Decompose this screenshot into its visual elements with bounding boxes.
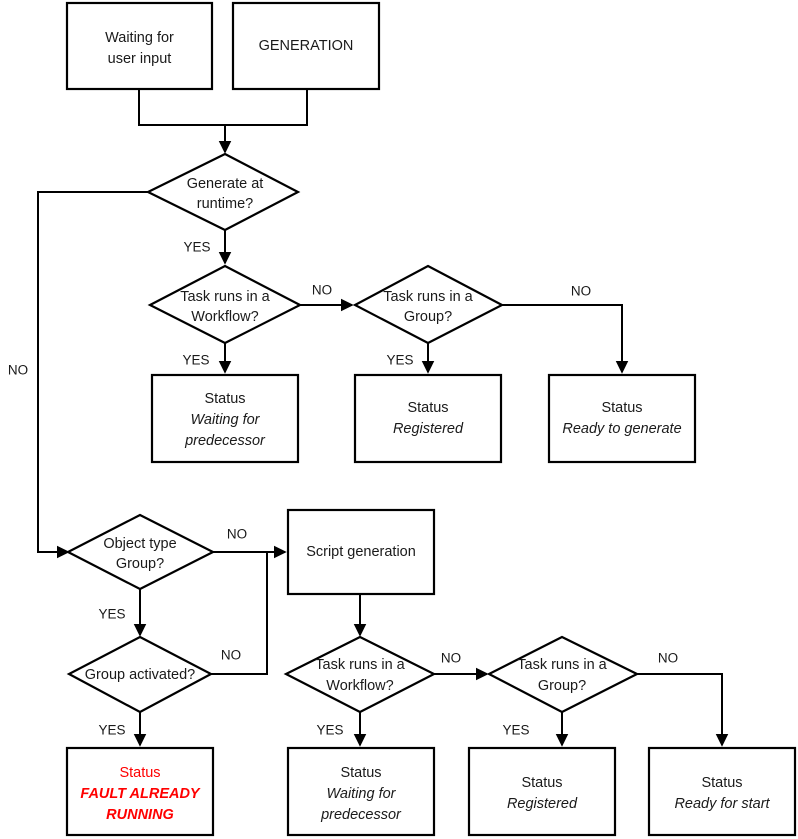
node-object-type-group-line2: Group? <box>116 556 164 572</box>
node-generate-at-runtime-line1: Generate at <box>187 176 264 192</box>
node-group-activated[interactable]: Group activated? <box>66 635 214 714</box>
edge-label-objtype-yes: YES <box>98 607 125 622</box>
node-status-fault-already-running-label: Status <box>119 765 160 781</box>
edge-label-grp-bot-no: NO <box>658 651 678 666</box>
node-status-registered-bottom-value: Registered <box>507 796 578 812</box>
node-status-waiting-predecessor-bottom-value-line1: Waiting for <box>326 786 396 802</box>
node-generation[interactable]: GENERATION <box>231 1 381 91</box>
edge-label-grp-top-no: NO <box>571 284 591 299</box>
node-waiting-for-user-input-line1: Waiting for <box>105 30 174 46</box>
node-status-waiting-predecessor-bottom-label: Status <box>340 765 381 781</box>
node-task-runs-group-bottom-line1: Task runs in a <box>517 657 607 673</box>
edge-label-runtime-yes: YES <box>183 240 210 255</box>
node-task-runs-group-top[interactable]: Task runs in a Group? <box>352 264 505 345</box>
node-waiting-for-user-input[interactable]: Waiting for user input <box>65 1 214 91</box>
node-status-waiting-predecessor-bottom-value-line2: predecessor <box>320 807 402 823</box>
node-status-ready-for-start-value: Ready for start <box>674 796 770 812</box>
edge-label-wf-bot-yes: YES <box>316 723 343 738</box>
node-status-ready-to-generate-label: Status <box>601 400 642 416</box>
edge-label-objtype-no: NO <box>227 527 247 542</box>
node-task-runs-group-top-line1: Task runs in a <box>383 289 473 305</box>
edge-waiting-to-merge <box>138 89 307 126</box>
node-task-runs-group-top-line2: Group? <box>404 309 452 325</box>
node-status-registered-top[interactable]: Status Registered <box>353 373 503 464</box>
node-status-registered-top-value: Registered <box>393 421 464 437</box>
node-task-runs-group-bottom[interactable]: Task runs in a Group? <box>486 635 640 714</box>
node-status-fault-already-running-value-line1: FAULT ALREADY <box>80 786 201 802</box>
node-waiting-for-user-input-line2: user input <box>108 51 172 67</box>
node-status-waiting-predecessor-top-label: Status <box>204 391 245 407</box>
node-task-runs-workflow-bottom[interactable]: Task runs in a Workflow? <box>283 635 437 714</box>
edge-label-wf-top-yes: YES <box>182 353 209 368</box>
node-status-registered-bottom[interactable]: Status Registered <box>467 746 617 837</box>
node-status-waiting-predecessor-bottom[interactable]: Status Waiting for predecessor <box>286 746 436 837</box>
node-generate-at-runtime-line2: runtime? <box>197 196 253 212</box>
node-status-waiting-predecessor-top-value-line2: predecessor <box>184 433 266 449</box>
node-script-generation-label: Script generation <box>306 544 416 560</box>
node-task-runs-workflow-top-line2: Workflow? <box>191 309 258 325</box>
edge-label-grpact-no: NO <box>221 648 241 663</box>
edge-grp-bot-no <box>637 673 729 747</box>
node-status-ready-to-generate-value: Ready to generate <box>562 421 681 437</box>
node-task-runs-workflow-top-line1: Task runs in a <box>180 289 270 305</box>
node-status-ready-for-start[interactable]: Status Ready for start <box>647 746 797 837</box>
node-script-generation[interactable]: Script generation <box>286 508 436 596</box>
node-task-runs-workflow-top[interactable]: Task runs in a Workflow? <box>147 264 303 345</box>
edge-grp-top-no <box>502 304 629 374</box>
node-generate-at-runtime[interactable]: Generate at runtime? <box>145 152 301 232</box>
edge-label-grpact-yes: YES <box>98 723 125 738</box>
node-status-ready-for-start-label: Status <box>701 775 742 791</box>
node-group-activated-label: Group activated? <box>85 667 195 683</box>
node-status-registered-top-label: Status <box>407 400 448 416</box>
node-object-type-group[interactable]: Object type Group? <box>65 513 216 591</box>
edge-label-grp-top-yes: YES <box>386 353 413 368</box>
edge-label-grp-bot-yes: YES <box>502 723 529 738</box>
node-task-runs-workflow-bottom-line1: Task runs in a <box>315 657 405 673</box>
edge-label-wf-bot-no: NO <box>441 651 461 666</box>
node-status-ready-to-generate[interactable]: Status Ready to generate <box>547 373 697 464</box>
edge-grpact-no <box>211 552 268 675</box>
node-generation-line1: GENERATION <box>259 38 354 54</box>
node-object-type-group-line1: Object type <box>103 536 176 552</box>
edge-runtime-no <box>37 191 148 559</box>
edge-generation-to-merge <box>218 89 308 154</box>
node-status-waiting-predecessor-top[interactable]: Status Waiting for predecessor <box>150 373 300 464</box>
node-task-runs-workflow-bottom-line2: Workflow? <box>326 678 393 694</box>
edge-label-wf-top-no: NO <box>312 283 332 298</box>
node-status-registered-bottom-label: Status <box>521 775 562 791</box>
edge-label-runtime-no: NO <box>8 363 28 378</box>
node-status-fault-already-running[interactable]: Status FAULT ALREADY RUNNING <box>65 746 215 837</box>
node-status-fault-already-running-value-line2: RUNNING <box>106 807 174 823</box>
node-task-runs-group-bottom-line2: Group? <box>538 678 586 694</box>
node-status-waiting-predecessor-top-value-line1: Waiting for <box>190 412 260 428</box>
